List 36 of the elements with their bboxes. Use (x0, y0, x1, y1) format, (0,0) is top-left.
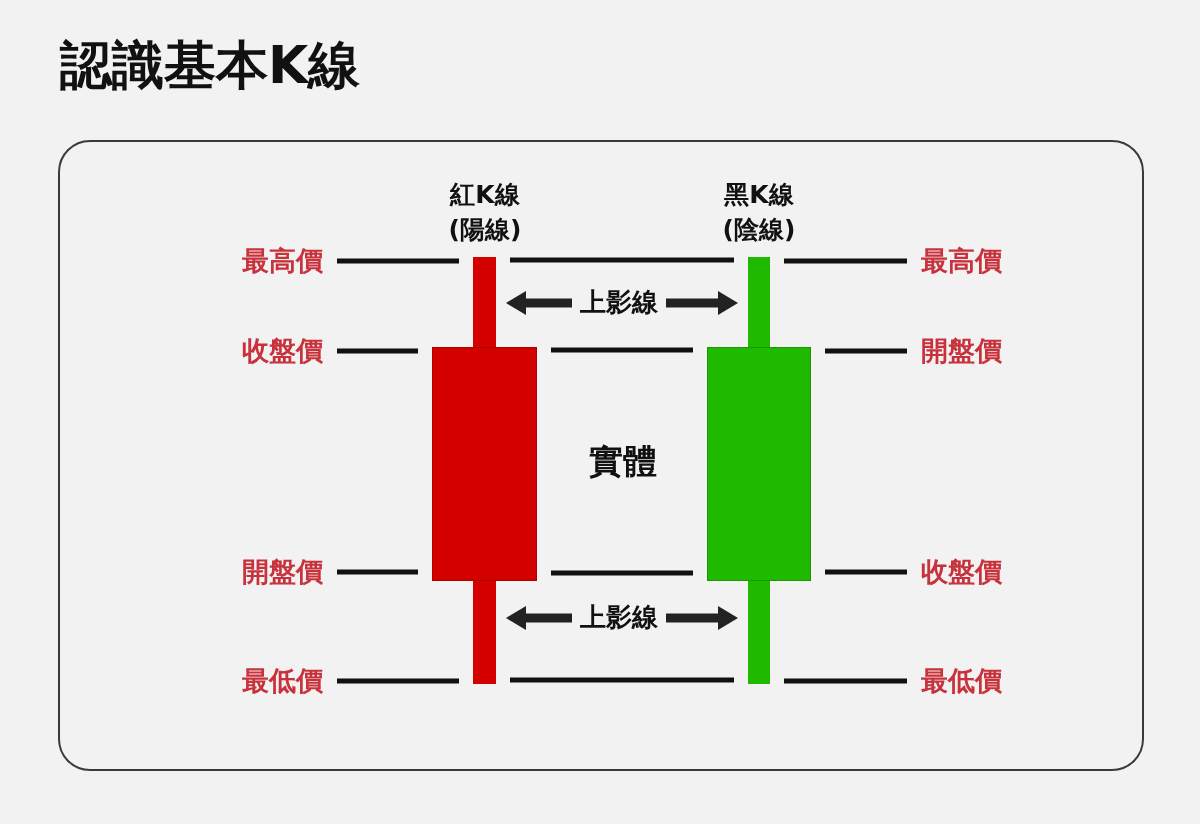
leader-line (784, 678, 907, 684)
connector-line (551, 347, 693, 353)
shadow-label: 上影線 (580, 602, 658, 634)
connector-line (551, 570, 693, 576)
page-title: 認識基本K線 (60, 34, 361, 97)
leader-line (337, 348, 418, 354)
candle-body (707, 347, 811, 581)
price-label: 收盤價 (242, 334, 323, 368)
price-label: 收盤價 (921, 555, 1002, 589)
connector-line (510, 257, 734, 263)
price-label: 最低價 (242, 664, 323, 698)
candle-wick (473, 581, 496, 684)
leader-line (825, 569, 907, 575)
body-label: 實體 (589, 440, 657, 484)
price-label: 開盤價 (242, 555, 323, 589)
price-label: 最高價 (921, 244, 1002, 278)
candle-caption: 黑K線 (陰線) (722, 179, 796, 246)
arrow (506, 606, 572, 630)
arrow (506, 291, 572, 315)
leader-line (337, 678, 459, 684)
candle-wick (748, 257, 770, 347)
price-label: 最高價 (242, 244, 323, 278)
leader-line (337, 569, 418, 575)
shadow-label: 上影線 (580, 287, 658, 319)
leader-line (825, 348, 907, 354)
candle-body (432, 347, 537, 581)
candle-wick (473, 257, 496, 347)
connector-line (510, 677, 734, 683)
leader-line (784, 258, 907, 264)
price-label: 開盤價 (921, 334, 1002, 368)
leader-line (337, 258, 459, 264)
arrow (666, 291, 738, 315)
candle-wick (748, 581, 770, 684)
candle-caption: 紅K線 (陽線) (448, 179, 522, 246)
price-label: 最低價 (921, 664, 1002, 698)
arrow (666, 606, 738, 630)
